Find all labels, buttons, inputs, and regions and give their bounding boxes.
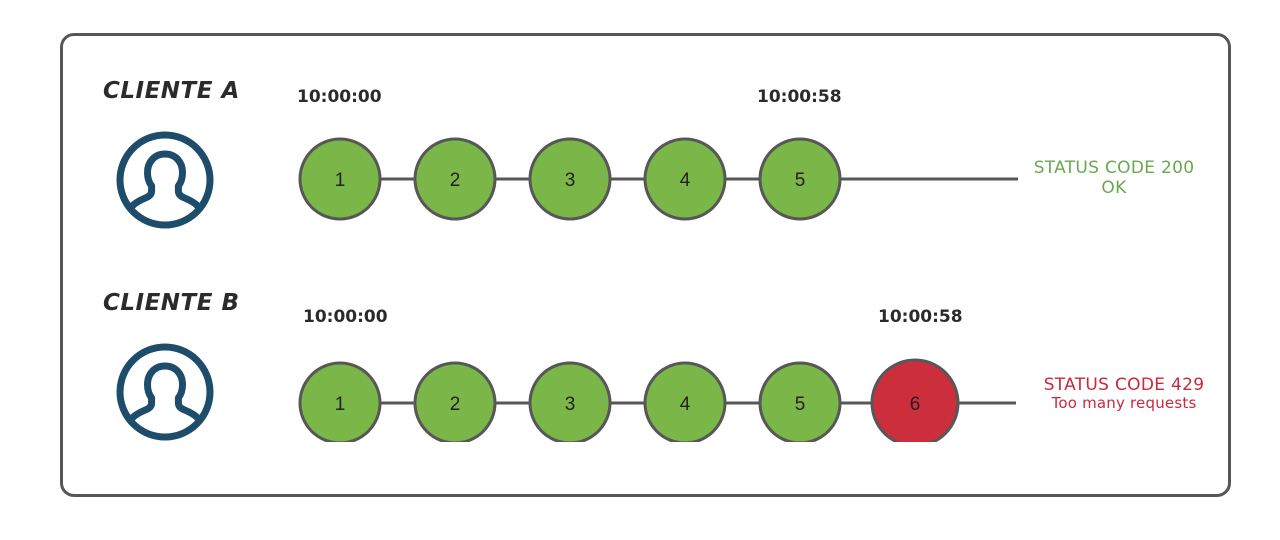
timestamp-start-b: 10:00:00 (303, 307, 388, 327)
request-node-3: 3 (528, 361, 612, 445)
status-badge-b: STATUS CODE 429 Too many requests (1026, 375, 1222, 413)
request-node-5: 5 (758, 137, 842, 221)
request-node-4: 4 (643, 361, 727, 445)
status-message-b: Too many requests (1051, 394, 1197, 413)
request-node-5: 5 (758, 361, 842, 445)
request-node-6: 6 (870, 358, 960, 448)
request-timeline-a: 1 2 3 4 5 (280, 60, 1040, 230)
svg-text:1: 1 (335, 394, 346, 415)
svg-text:2: 2 (450, 170, 461, 191)
svg-text:3: 3 (565, 394, 576, 415)
svg-text:2: 2 (450, 394, 461, 415)
client-label-b: CLIENTE B (103, 290, 240, 316)
request-node-3: 3 (528, 137, 612, 221)
status-code-a: STATUS CODE 200 (1033, 158, 1195, 178)
timestamp-start-a: 10:00:00 (297, 87, 382, 107)
request-timeline-b: 1 2 3 4 5 (280, 272, 1040, 448)
status-badge-a: STATUS CODE 200 OK (1026, 158, 1202, 198)
svg-text:1: 1 (335, 170, 346, 191)
svg-text:3: 3 (565, 170, 576, 191)
svg-text:6: 6 (910, 394, 921, 415)
diagram-frame (60, 33, 1231, 497)
request-node-1: 1 (298, 137, 382, 221)
svg-text:5: 5 (795, 170, 806, 191)
timestamp-end-b: 10:00:58 (878, 307, 963, 327)
request-node-2: 2 (413, 361, 497, 445)
svg-text:4: 4 (680, 170, 691, 191)
request-node-1: 1 (298, 361, 382, 445)
client-label-a: CLIENTE A (103, 78, 240, 104)
timestamp-end-a: 10:00:58 (757, 87, 842, 107)
request-node-2: 2 (413, 137, 497, 221)
svg-text:5: 5 (795, 394, 806, 415)
user-avatar-icon (113, 340, 217, 444)
svg-text:4: 4 (680, 394, 691, 415)
request-node-4: 4 (643, 137, 727, 221)
status-message-a: OK (1101, 178, 1127, 199)
user-avatar-icon (113, 128, 217, 232)
status-code-b: STATUS CODE 429 (1043, 375, 1205, 395)
